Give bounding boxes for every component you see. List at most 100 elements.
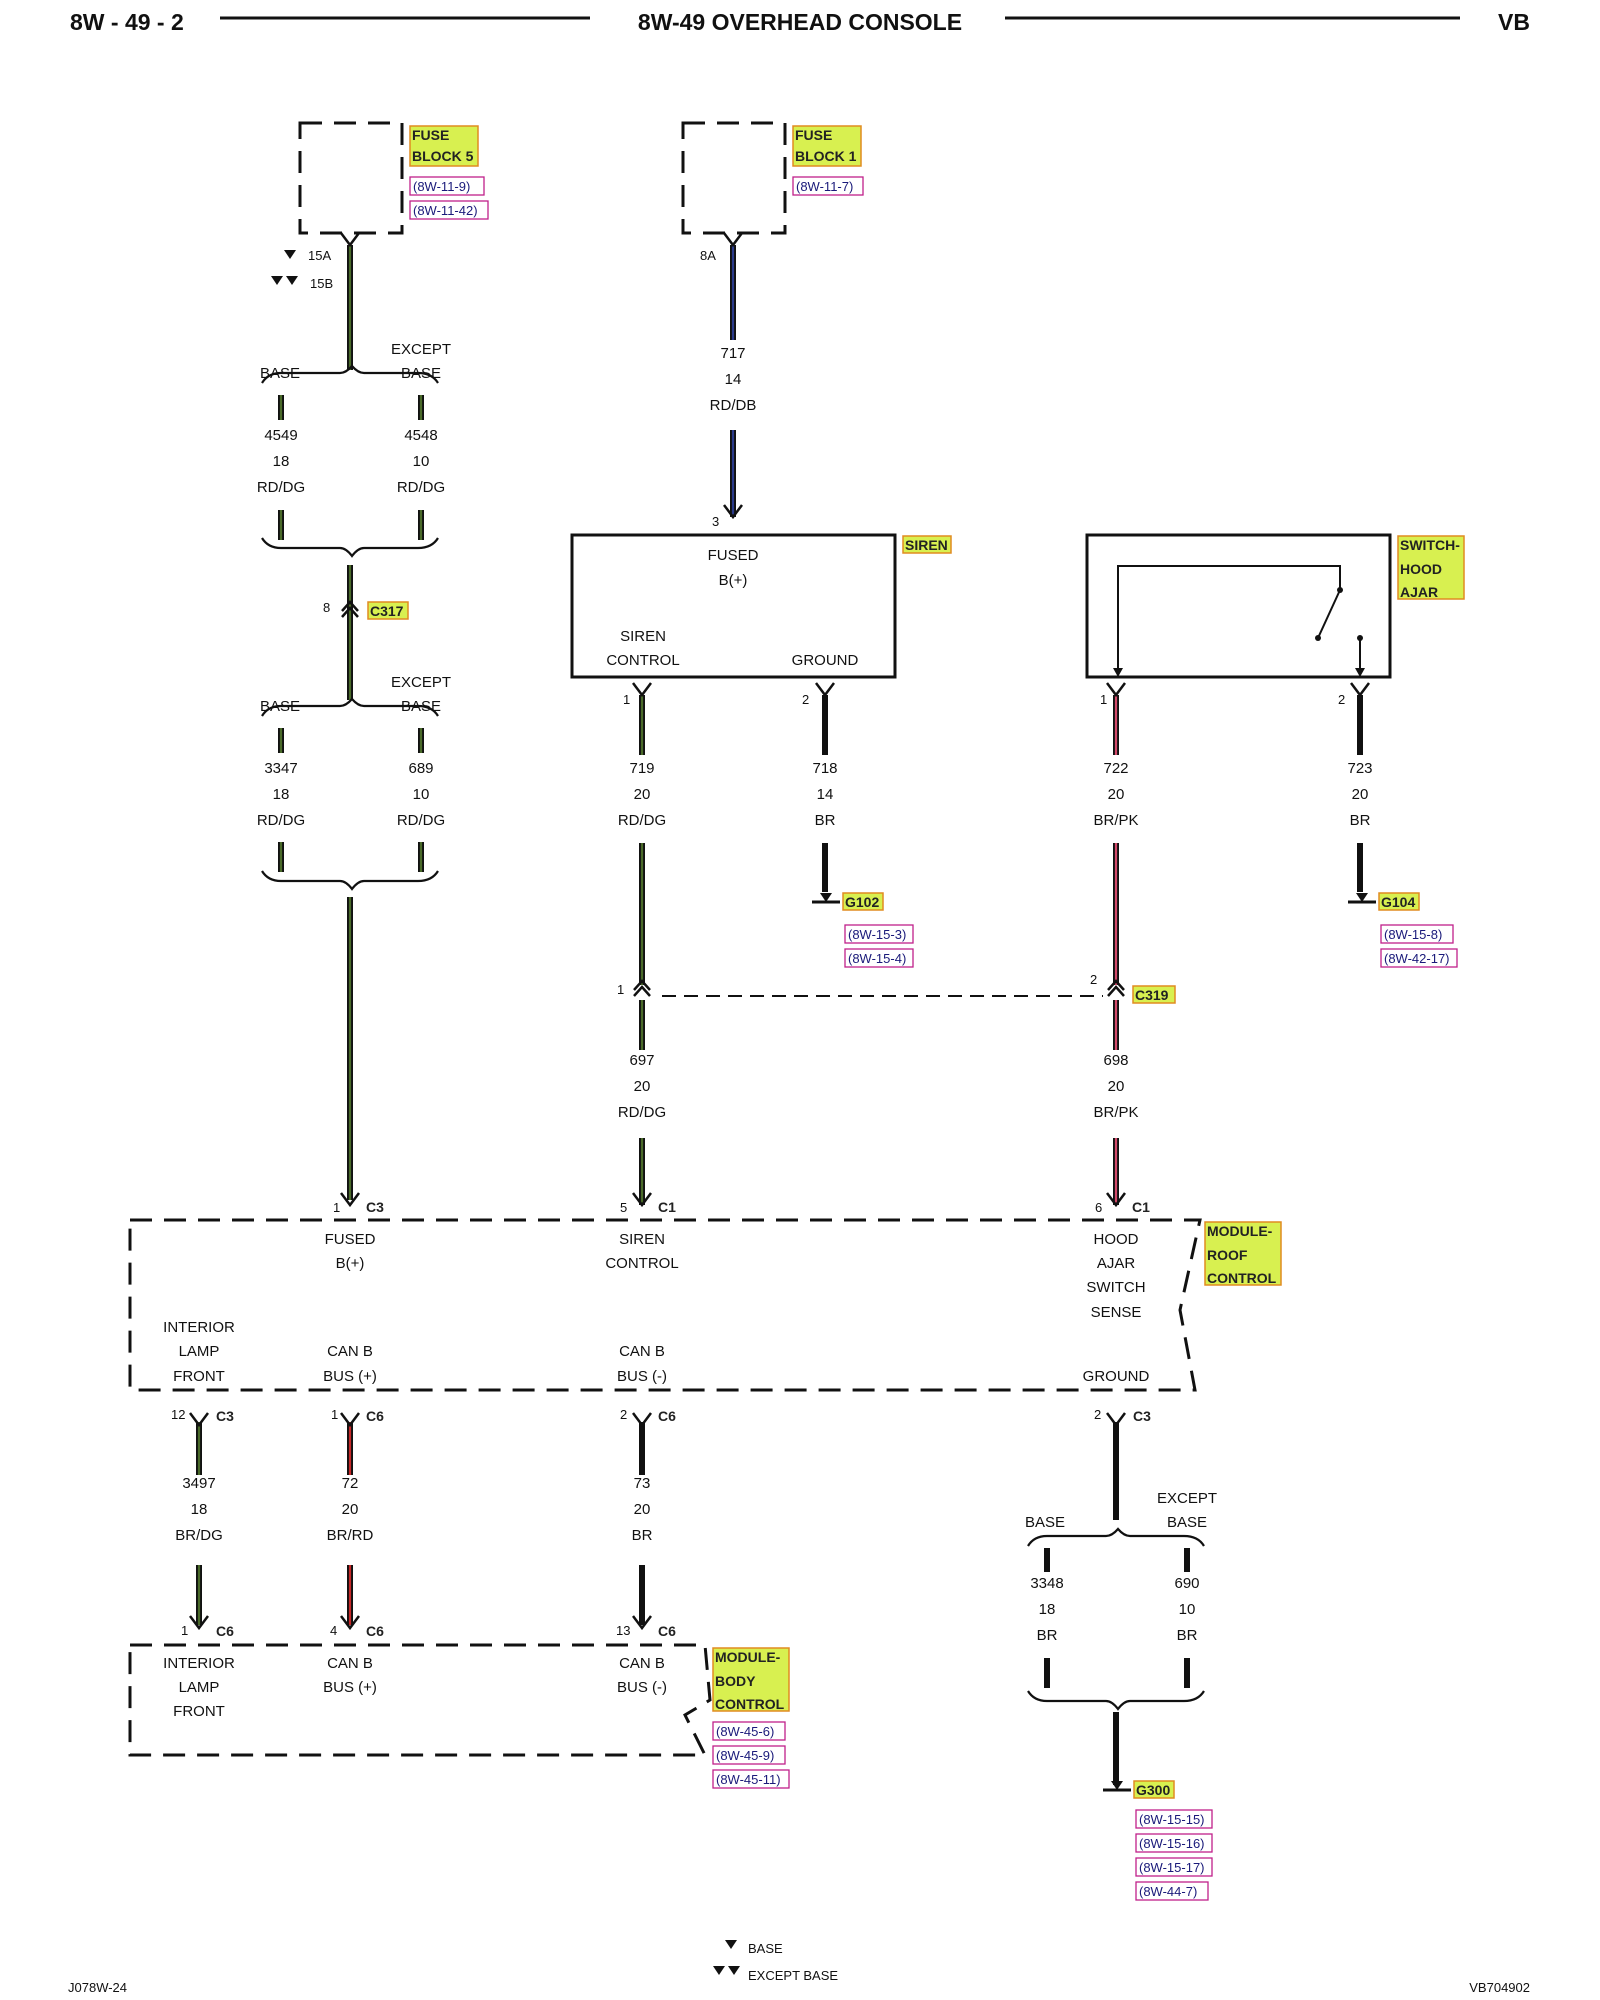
- siren-pin-in: 3: [712, 514, 719, 529]
- wire-w722-circuit: 722: [1103, 760, 1128, 777]
- roof-canm-line1: CAN B: [619, 1343, 665, 1360]
- g300-ref-1[interactable]: (8W-15-15): [1139, 1812, 1205, 1827]
- roof-lamp-line3: FRONT: [173, 1368, 225, 1385]
- connector-pin-mark: [632, 1615, 652, 1631]
- siren-control-line2: CONTROL: [606, 652, 679, 669]
- wire-w3348-gauge: 18: [1039, 1601, 1056, 1618]
- roof-module-label-line3: CONTROL: [1207, 1270, 1277, 1286]
- siren-ground-label: GROUND: [792, 652, 859, 669]
- variant-except-base-3: BASE: [1167, 1514, 1207, 1531]
- g102-ground: G102 (8W-15-3) (8W-15-4): [812, 892, 914, 968]
- connector-pin-mark: [340, 232, 360, 248]
- wire-w3497-gauge: 18: [191, 1501, 208, 1518]
- feed-splice-top: BASE EXCEPT BASE: [260, 341, 451, 558]
- wire-w4549-circuit: 4549: [264, 427, 297, 444]
- g300-ref-3[interactable]: (8W-15-17): [1139, 1860, 1205, 1875]
- wire-w689-color: RD/DG: [397, 812, 445, 829]
- g104-ref-1[interactable]: (8W-15-8): [1384, 927, 1442, 942]
- except-base-triangle-icon-2: [728, 1966, 740, 1975]
- wires: [189, 232, 1370, 1785]
- wire-w73-circuit: 73: [634, 1475, 651, 1492]
- body-canm-conn: C6: [658, 1623, 676, 1639]
- switch-label-line2: HOOD: [1400, 561, 1442, 577]
- c319-pin-left: 1: [617, 982, 624, 997]
- switch-label-line1: SWITCH-: [1400, 537, 1460, 553]
- roof-ground-pin: 2: [1094, 1407, 1101, 1422]
- wire-w3348-circuit: 3348: [1030, 1575, 1063, 1592]
- body-lamp-line2: LAMP: [179, 1679, 220, 1696]
- connector-pin-mark: [723, 504, 743, 520]
- roof-fused-line2: B(+): [336, 1255, 365, 1272]
- c317-connector: 8 C317: [323, 600, 409, 620]
- feed-splice-bottom: BASE EXCEPT BASE: [260, 674, 451, 891]
- g300-ref-4[interactable]: (8W-44-7): [1139, 1884, 1197, 1899]
- fuse-block-5-label-line1: FUSE: [412, 127, 449, 143]
- roof-module-label-line2: ROOF: [1207, 1247, 1248, 1263]
- wire-w4549-color: RD/DG: [257, 479, 305, 496]
- g104-ref-2[interactable]: (8W-42-17): [1384, 951, 1450, 966]
- roof-canm-conn: C6: [658, 1408, 676, 1424]
- ground-splice: BASE EXCEPT BASE: [1025, 1490, 1217, 1711]
- ground-icon: [1356, 893, 1368, 902]
- connector-pin-mark: [632, 1412, 652, 1428]
- ground-icon: [820, 893, 832, 902]
- body-canp-line2: BUS (+): [323, 1679, 377, 1696]
- module-roof-control: MODULE- ROOF CONTROL 1 C3 FUSED B(+) 5 C…: [128, 1199, 1282, 1424]
- body-canp-line1: CAN B: [327, 1655, 373, 1672]
- fuse-block-5-ref-1[interactable]: (8W-11-9): [413, 179, 470, 194]
- fuse-block-1: FUSE BLOCK 1 (8W-11-7) 8A: [681, 121, 864, 263]
- wire-w717-circuit: 717: [720, 345, 745, 362]
- connector-pin-mark: [340, 1615, 360, 1631]
- wire-w690-circuit: 690: [1174, 1575, 1199, 1592]
- variant-except-base-2: BASE: [401, 698, 441, 715]
- wire-w697-circuit: 697: [629, 1052, 654, 1069]
- connector-pin-mark: [1106, 1412, 1126, 1428]
- body-module-ref-2[interactable]: (8W-45-9): [716, 1748, 774, 1763]
- switch-pin2: 2: [1338, 692, 1345, 707]
- body-module-ref-1[interactable]: (8W-45-6): [716, 1724, 774, 1739]
- connector-pin-mark: [632, 1192, 652, 1208]
- fuse-block-5: FUSE BLOCK 5 (8W-11-9) (8W-11-42) 15A 15…: [271, 121, 489, 291]
- roof-ground-label: GROUND: [1083, 1368, 1150, 1385]
- variant-except-3: EXCEPT: [1157, 1490, 1217, 1507]
- roof-fused-conn: C3: [366, 1199, 384, 1215]
- connector-pin-mark: [1106, 682, 1126, 698]
- roof-canp-line2: BUS (+): [323, 1368, 377, 1385]
- switch-pin1: 1: [1100, 692, 1107, 707]
- body-module-ref-3[interactable]: (8W-45-11): [716, 1772, 781, 1787]
- fuse-block-5-ref-2[interactable]: (8W-11-42): [413, 203, 478, 218]
- roof-canp-conn: C6: [366, 1408, 384, 1424]
- body-module-label-line3: CONTROL: [715, 1696, 785, 1712]
- page-footer: BASE EXCEPT BASE J078W-24 VB704902: [68, 1940, 1530, 1995]
- siren-fused-line1: FUSED: [708, 547, 759, 564]
- variant-base-2: BASE: [260, 698, 300, 715]
- roof-hood-conn: C1: [1132, 1199, 1150, 1215]
- fuse-block-1-ref[interactable]: (8W-11-7): [796, 179, 853, 194]
- wire-w689-circuit: 689: [408, 760, 433, 777]
- roof-canm-line2: BUS (-): [617, 1368, 667, 1385]
- roof-hood-line2: AJAR: [1097, 1255, 1136, 1272]
- g102-label: G102: [845, 894, 879, 910]
- wire-w72-circuit: 72: [342, 1475, 359, 1492]
- variant-base-1: BASE: [260, 365, 300, 382]
- fuse-block-5-label-line2: BLOCK 5: [412, 148, 474, 164]
- wire-w722-color: BR/PK: [1093, 812, 1138, 829]
- module-body-control: MODULE- BODY CONTROL (8W-45-6) (8W-45-9)…: [128, 1623, 790, 1789]
- switch-hood-ajar: SWITCH- HOOD AJAR 1 2: [1085, 533, 1465, 707]
- ground-icon: [1111, 1781, 1123, 1790]
- wire-w698-circuit: 698: [1103, 1052, 1128, 1069]
- g300-ref-2[interactable]: (8W-15-16): [1139, 1836, 1205, 1851]
- g102-ref-2[interactable]: (8W-15-4): [848, 951, 906, 966]
- roof-ground-conn: C3: [1133, 1408, 1151, 1424]
- g102-ref-1[interactable]: (8W-15-3): [848, 927, 906, 942]
- legend-base: BASE: [748, 1941, 783, 1956]
- wire-w3347-color: RD/DG: [257, 812, 305, 829]
- wire-w3497-circuit: 3497: [182, 1475, 215, 1492]
- c319-pin-right: 2: [1090, 972, 1097, 987]
- wire-w717-color: RD/DB: [710, 397, 757, 414]
- connector-pin-mark: [340, 1192, 360, 1208]
- roof-hood-line1: HOOD: [1094, 1231, 1139, 1248]
- wire-w72-gauge: 20: [342, 1501, 359, 1518]
- wire-w698-color: BR/PK: [1093, 1104, 1138, 1121]
- fuse-block-1-pin: 8A: [700, 248, 716, 263]
